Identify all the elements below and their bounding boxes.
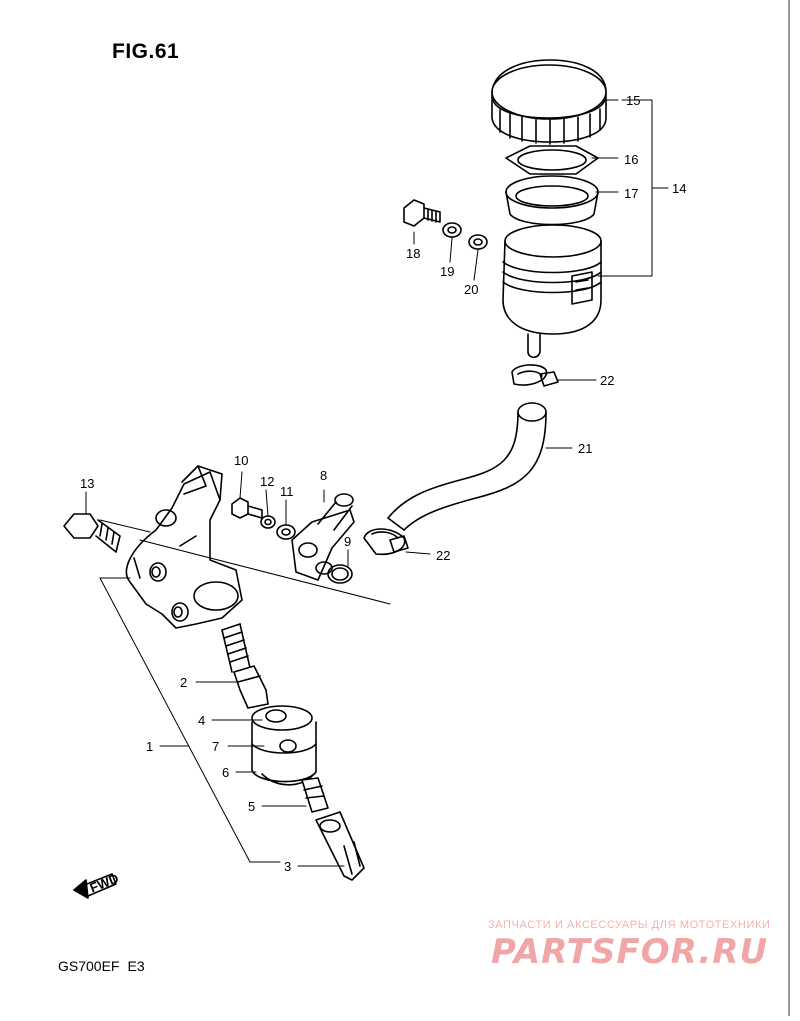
clevis [315, 811, 365, 881]
hose-clamp-upper [511, 364, 559, 387]
model-region: E3 [127, 958, 145, 974]
callout-21: 21 [578, 441, 592, 456]
callout-19: 19 [440, 264, 454, 279]
fwd-arrow [73, 873, 117, 899]
callout-7: 7 [212, 739, 219, 754]
diaphragm-plate [505, 145, 599, 175]
callout-8: 8 [320, 468, 327, 483]
spring [221, 623, 251, 673]
reservoir-hose [387, 402, 547, 531]
page-edge [788, 0, 800, 1016]
callout-18: 18 [406, 246, 420, 261]
washer-11 [276, 524, 296, 540]
reservoir-body [502, 224, 602, 359]
pushrod [301, 777, 329, 813]
callout-10: 10 [234, 453, 248, 468]
hose-joint [291, 493, 355, 581]
callout-14: 14 [672, 181, 686, 196]
washer-20 [468, 234, 488, 250]
callout-3: 3 [284, 859, 291, 874]
callout-17: 17 [624, 186, 638, 201]
callout-9: 9 [344, 534, 351, 549]
callout-2: 2 [180, 675, 187, 690]
hose-clamp-lower [363, 528, 409, 556]
o-ring-9 [327, 564, 353, 584]
bolt-10 [231, 497, 263, 519]
callout-12: 12 [260, 474, 274, 489]
screw-18 [403, 199, 441, 227]
callout-16: 16 [624, 152, 638, 167]
watermark-logo: PARTSFOR.RU [491, 932, 769, 972]
callout-15: 15 [626, 93, 640, 108]
washer-12 [260, 515, 276, 529]
callout-13: 13 [80, 476, 94, 491]
callout-4: 4 [198, 713, 205, 728]
primary-cup [233, 665, 269, 709]
bolt-13 [63, 513, 121, 553]
model-code: GS700EF E3 [58, 958, 145, 974]
master-cylinder-body [125, 465, 243, 629]
callout-22-upper: 22 [600, 373, 614, 388]
diaphragm [505, 175, 599, 226]
callout-6: 6 [222, 765, 229, 780]
reservoir-cap [491, 59, 607, 145]
callout-20: 20 [464, 282, 478, 297]
callout-22-lower: 22 [436, 548, 450, 563]
callout-11: 11 [280, 484, 294, 499]
watermark-tagline: ЗАПЧАСТИ И АКСЕССУАРЫ ДЛЯ МОТОТЕХНИКИ [488, 919, 771, 931]
washer-19 [442, 222, 462, 238]
piston-assembly [251, 705, 317, 786]
fwd-label: FWD [88, 870, 121, 895]
callout-1: 1 [146, 739, 153, 754]
callout-5: 5 [248, 799, 255, 814]
figure-title: FIG.61 [112, 40, 180, 63]
model-name: GS700EF [58, 958, 120, 974]
